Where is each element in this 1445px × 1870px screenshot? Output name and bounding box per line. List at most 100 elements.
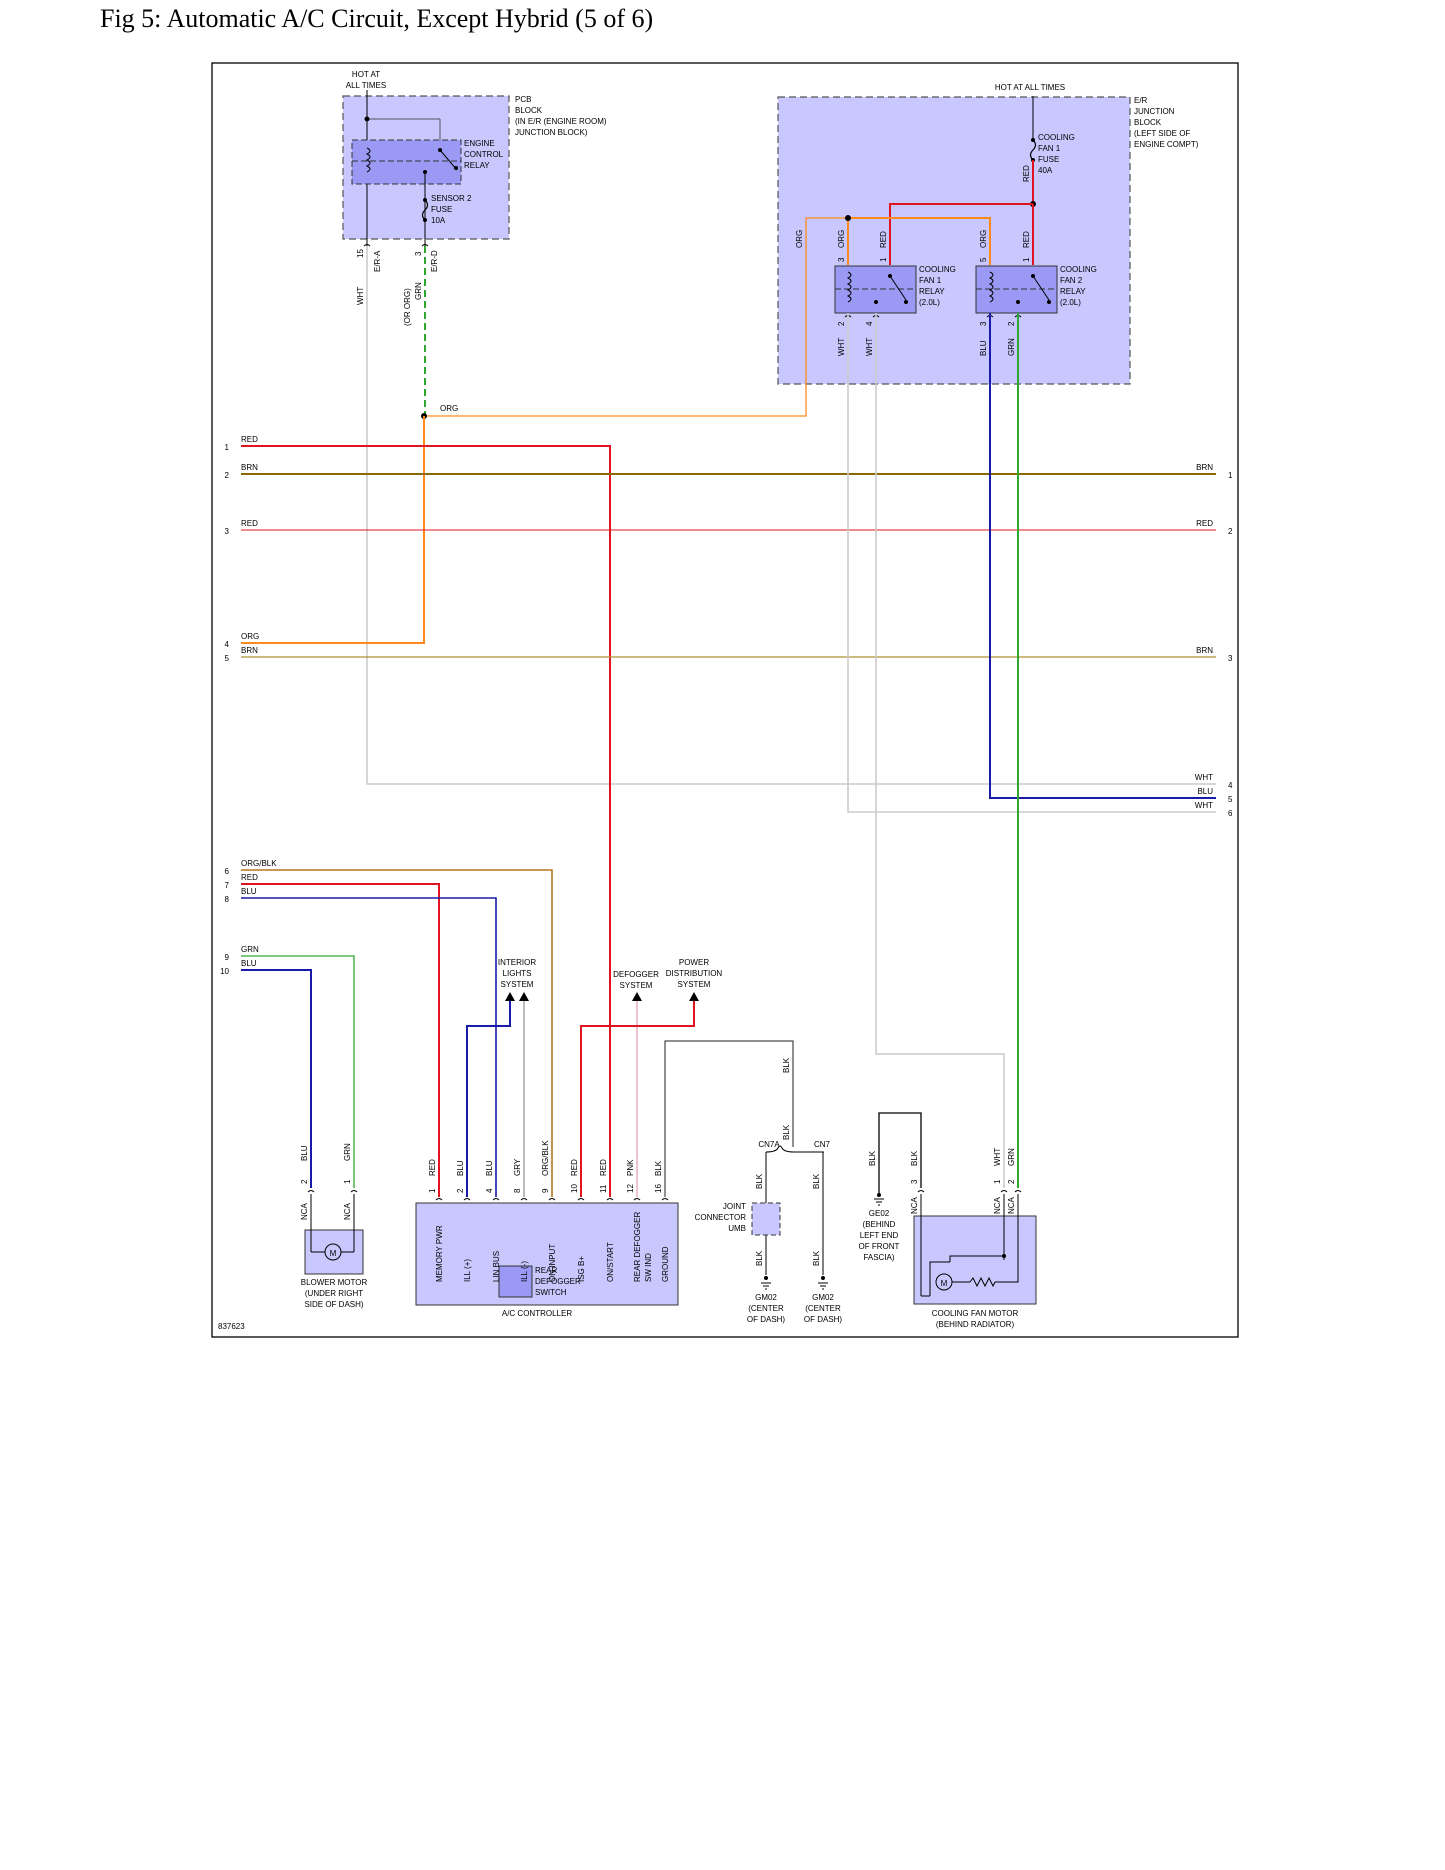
gnd-wire-blk-3: BLK	[755, 1173, 764, 1189]
relay2-wire-blu: BLU	[979, 340, 988, 356]
left-wire-4: ORG	[241, 632, 259, 641]
acc-wire-16: BLK	[654, 1160, 663, 1176]
acc-pin-12: 12	[626, 1184, 635, 1193]
joint-label-2: CONNECTOR	[695, 1213, 747, 1222]
switch-label-3: SWITCH	[535, 1288, 567, 1297]
relay1-label-4: (2.0L)	[919, 298, 940, 307]
gnd-wire-blk-6: BLK	[812, 1250, 821, 1266]
engine-relay-label-2: CONTROL	[464, 150, 504, 159]
fuse-label-3: 10A	[431, 216, 446, 225]
ref-defogger-1: DEFOGGER	[613, 970, 659, 979]
right-pin-4: 4	[1228, 781, 1233, 790]
diagram-id: 837623	[218, 1322, 245, 1331]
acc-pin-socket	[463, 1198, 471, 1201]
relay2-wire-grn: GRN	[1007, 338, 1016, 356]
left-connector: 1RED2BRN3RED4ORG5BRN6ORG/BLK7RED8BLU9GRN…	[220, 435, 277, 976]
fan-pin-1: 1	[993, 1179, 1002, 1184]
fan-name-2: (BEHIND RADIATOR)	[936, 1320, 1015, 1329]
pcb-wire-grn: GRN	[414, 282, 423, 300]
acc-func-11: ON/START	[606, 1242, 615, 1282]
left-wire-10: BLU	[241, 959, 257, 968]
ge02-label-2: (BEHIND	[863, 1220, 896, 1229]
gm02a-label-3: OF DASH)	[747, 1315, 786, 1324]
er-hot-label: HOT AT ALL TIMES	[995, 83, 1065, 92]
er-junction-block: HOT AT ALL TIMES E/R JUNCTION BLOCK (LEF…	[424, 83, 1199, 417]
acc-wire-9: ORG/BLK	[541, 1140, 550, 1176]
right-wire-2: RED	[1196, 519, 1213, 528]
pcb-block: HOT AT ALL TIMES PCB BLOCK (IN E/R (ENGI…	[342, 70, 607, 326]
blower-conn-a: NCA	[300, 1202, 309, 1220]
fuse-label-1: SENSOR 2	[431, 194, 472, 203]
left-pin-1: 1	[225, 443, 230, 452]
fan-pin-2: 2	[1007, 1179, 1016, 1184]
left-pin-4: 4	[225, 640, 230, 649]
relay1-wire-red: RED	[879, 231, 888, 248]
pcb-hot-label-1: HOT AT	[352, 70, 380, 79]
left-wire-6: ORG/BLK	[241, 859, 277, 868]
gnd-wire-blk-1: BLK	[782, 1057, 791, 1073]
fan-wire-grn: GRN	[1007, 1148, 1016, 1166]
right-pin-3: 3	[1228, 654, 1233, 663]
switch-label-2: DEFOGGER	[535, 1277, 581, 1286]
pcb-name-1: PCB	[515, 95, 531, 104]
pcb-wire-or-org: (OR ORG)	[403, 288, 412, 326]
acc-pin-2: 2	[456, 1188, 465, 1193]
pcb-conn-d: E/R-D	[430, 250, 439, 272]
left-wire-2: BRN	[241, 463, 258, 472]
blower-name-3: SIDE OF DASH)	[304, 1300, 363, 1309]
acc-func-12-b: SW IND	[644, 1253, 653, 1282]
left-pin-7: 7	[225, 881, 230, 890]
right-wire-1: BRN	[1196, 463, 1213, 472]
ref-power-1: POWER	[679, 958, 709, 967]
acc-pin-socket	[577, 1198, 585, 1201]
gm02b-label-3: OF DASH)	[804, 1315, 843, 1324]
blower-motor-m: M	[330, 1249, 337, 1258]
splice-org-label: ORG	[440, 404, 458, 413]
pcb-pin-15: 15	[356, 249, 365, 258]
harness-wires: ORG	[241, 246, 1216, 1197]
relay2-pin3: 3	[979, 321, 988, 326]
acc-pin-1: 1	[428, 1188, 437, 1193]
switch-label-1: REAR	[535, 1266, 557, 1275]
acc-func-1: MEMORY PWR	[435, 1225, 444, 1282]
relay2-label-4: (2.0L)	[1060, 298, 1081, 307]
er-fuse-label-1: COOLING	[1038, 133, 1075, 142]
right-wire-6: WHT	[1195, 801, 1213, 810]
cn7-label: CN7	[814, 1140, 831, 1149]
acc-func-16: GROUND	[661, 1246, 670, 1282]
gm02-ground-icon-b	[818, 1276, 828, 1290]
er-name-5: ENGINE COMPT)	[1134, 140, 1199, 149]
relay2-pin5: 5	[979, 257, 988, 262]
gm02a-label-1: GM02	[755, 1293, 777, 1302]
ref-interior-1: INTERIOR	[498, 958, 536, 967]
right-wire-4: WHT	[1195, 773, 1213, 782]
blower-pin-2: 2	[300, 1179, 309, 1184]
pcb-name-4: JUNCTION BLOCK)	[515, 128, 588, 137]
acc-wire-12: PNK	[626, 1159, 635, 1176]
blower-name-2: (UNDER RIGHT	[305, 1289, 363, 1298]
acc-pin-10: 10	[570, 1184, 579, 1193]
left-wire-1: RED	[241, 435, 258, 444]
acc-wire-2: BLU	[456, 1160, 465, 1176]
joint-connector-umb	[751, 1202, 781, 1236]
acc-wire-1: RED	[428, 1159, 437, 1176]
fuse-label-2: FUSE	[431, 205, 452, 214]
er-name-2: JUNCTION	[1134, 107, 1175, 116]
acc-pin-socket	[492, 1198, 500, 1201]
relay2-wire-org: ORG	[979, 230, 988, 248]
left-pin-3: 3	[225, 527, 230, 536]
joint-label-1: JOINT	[723, 1202, 746, 1211]
acc-pin-socket	[548, 1198, 556, 1201]
fan-conn-b: NCA	[993, 1196, 1002, 1214]
relay2-wire-red: RED	[1022, 231, 1031, 248]
relay2-pin2: 2	[1007, 321, 1016, 326]
cooling-fan-1-fuse	[1029, 139, 1037, 161]
pcb-conn-a: E/R-A	[373, 250, 382, 272]
acc-pin-socket	[633, 1198, 641, 1201]
gnd-wire-blk-4: BLK	[812, 1173, 821, 1189]
gm02b-label-1: GM02	[812, 1293, 834, 1302]
er-name-4: (LEFT SIDE OF	[1134, 129, 1190, 138]
sensor-2-fuse	[421, 199, 429, 221]
acc-pin-16: 16	[654, 1184, 663, 1193]
